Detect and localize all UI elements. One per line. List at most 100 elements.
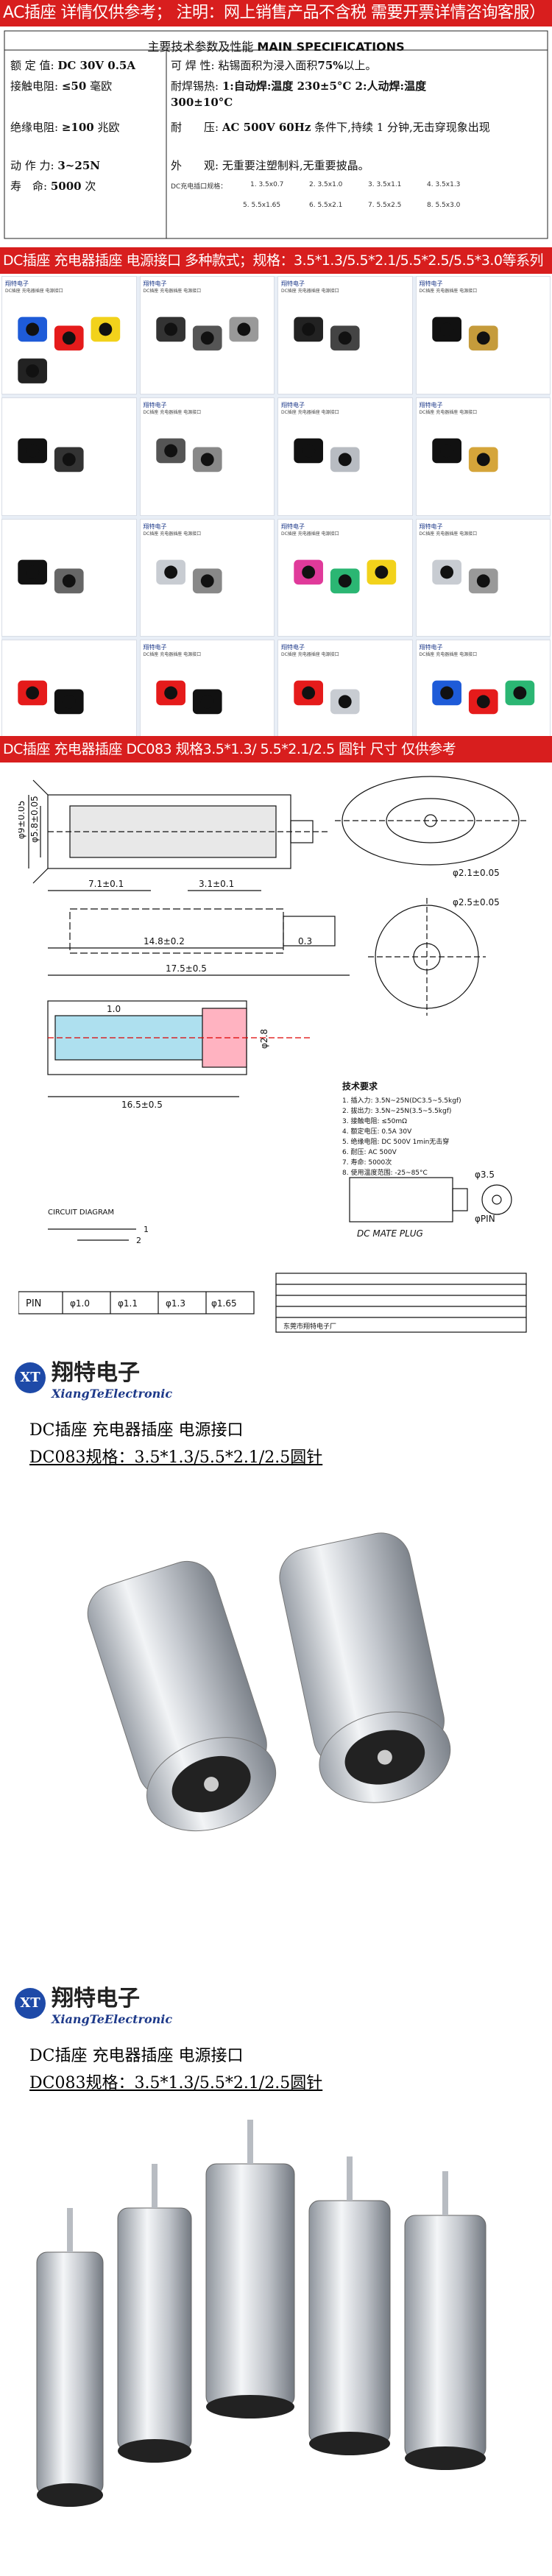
factory-name: 东莞市翔特电子厂 [283,1322,336,1331]
product-photo-2 [36,2120,486,2507]
dim-0-3: 0.3 [298,936,312,946]
combo-6: 6. 5.5x2.1 [309,202,343,209]
thumb-image [294,559,397,593]
thumb-subtitle: DC插座 充电器插座 电源接口 [281,531,339,537]
pin-4: φ1.65 [211,1298,237,1309]
dim-3-1: 3.1±0.1 [199,879,234,889]
brand-header-2: XT 翔特电子 XiangTeElectronic [15,1980,172,2026]
withstand-post: 条件下,持续 1 分钟,无击穿现象出现 [314,121,490,134]
pin-1: φ1.0 [70,1298,90,1309]
thumb-image [431,680,534,715]
dim-7-1: 7.1±0.1 [88,879,124,889]
product2-line2: DC083规格：3.5*1.3/5.5*2.1/2.5圆针 [29,2074,323,2092]
thumb-subtitle: DC插座 充电器插座 电源接口 [143,409,202,415]
dim-9: φ9±0.05 [18,801,26,839]
thumb-subtitle: DC插座 充电器插座 电源接口 [419,531,478,537]
combo-7: 7. 5.5x2.5 [368,202,402,209]
specs-header-en: MAIN SPECIFICATIONS [257,40,405,54]
combo-4: 4. 3.5x1.3 [427,181,461,188]
brand-logo: XT [15,1362,46,1393]
thumb-brand: 翔特电子 [143,401,167,408]
thumb-image [431,559,498,593]
withstand-label: 耐 压: [171,121,219,134]
specifications-table: 主要技术参数及性能 MAIN SPECIFICATIONS 额 定 值: DC … [0,29,552,243]
insul-value: ≥100 [61,121,94,134]
dim-2-1: φ2.1±0.05 [453,868,500,878]
contact-unit: 毫欧 [90,79,113,93]
thumb-image [155,559,222,593]
dim-5-8: φ5.8±0.05 [29,796,40,843]
combo-1: 1. 3.5x0.7 [250,181,284,188]
thumb-image [294,680,360,715]
tech-8: 8. 使用温度范围: -25~85°C [342,1168,428,1177]
heat-label: 耐焊锡热: [171,79,219,93]
thumb-brand: 翔特电子 [143,523,167,530]
dim-14-8: 14.8±0.2 [144,936,185,946]
rated-value: DC 30V 0.5A [57,59,136,72]
life-unit: 次 [85,180,96,193]
thumb-brand: 翔特电子 [281,523,305,530]
thumb-image [18,316,121,383]
insul-label: 绝缘电阻: [10,121,59,134]
thumb-brand: 翔特电子 [419,644,443,651]
brand-name-cn-2: 翔特电子 [52,1986,140,2011]
thumb-image [18,559,84,593]
product1-line1: DC插座 充电器插座 电源接口 [29,1421,244,1440]
contact-value: ≤50 [61,79,87,93]
specs-header: 主要技术参数及性能 MAIN SPECIFICATIONS [0,29,552,57]
dim-17-5: 17.5±0.5 [166,963,207,974]
thumb-image [431,316,498,351]
rated-label: 额 定 值: [10,59,54,72]
tech-6: 6. 耐压: AC 500V [342,1147,397,1156]
tech-5: 5. 绝缘电阻: DC 500V 1min无击穿 [342,1137,449,1146]
weld-value-pre: 粘锡面积为浸入面积 [218,59,318,72]
contact-label: 接触电阻: [10,79,59,93]
brand-logo-2: XT [15,1987,46,2019]
pin-2: φ1.1 [118,1298,138,1309]
product-thumbnail [1,518,137,637]
withstand-value: AC 500V 60Hz [222,121,311,134]
thumb-subtitle: DC插座 充电器插座 电源接口 [419,409,478,415]
combo-3: 3. 3.5x1.1 [368,181,402,188]
brand-name-cn: 翔特电子 [52,1360,140,1386]
thumb-image [294,316,360,351]
tech-7: 7. 寿命: 5000次 [342,1158,392,1167]
life-label: 寿 命: [10,180,48,193]
weld-value-num: 75% [317,59,344,72]
thumb-subtitle: DC插座 充电器插座 电源接口 [143,289,202,294]
thumb-brand: 翔特电子 [281,280,305,287]
thumb-brand: 翔特电子 [5,280,29,287]
tech-title: 技术要求 [342,1080,378,1091]
circuit-1: 1 [144,1225,149,1234]
dim-16-5: 16.5±0.5 [121,1100,163,1110]
look-value: 无重要注塑制料,无重要披晶。 [222,159,369,172]
dc-jack [36,2208,104,2507]
thumb-brand: 翔特电子 [419,401,443,408]
thumb-image [155,438,222,472]
thumb-image [155,316,258,351]
heat-value-2: 300±10°C [171,96,233,109]
insul-unit: 兆欧 [97,121,120,134]
thumb-subtitle: DC插座 充电器插座 电源接口 [281,289,339,294]
product-photo-1 [87,1532,451,1832]
dc083-banner: DC插座 充电器插座 DC083 规格3.5*1.3/ 5.5*2.1/2.5 … [0,736,552,762]
tech-4: 4. 额定电压: 0.5A 30V [342,1127,412,1136]
thumb-brand: 翔特电子 [419,280,443,287]
combo-5: 5. 5.5x1.65 [243,202,281,209]
tech-2: 2. 拔出力: 3.5N~25N(3.5~5.5kgf) [342,1106,451,1115]
pin-3: φ1.3 [166,1298,185,1309]
thumb-image [294,438,360,472]
thumb-brand: 翔特电子 [143,644,167,651]
force-value: 3~25N [57,159,100,172]
top-banner: AC插座 详情仅供参考； 注明：网上销售产品不含税 需要开票详情咨询客服） [0,0,552,26]
thumb-brand: 翔特电子 [419,523,443,530]
thumb-image [155,680,222,715]
force-label: 动 作 力: [10,159,54,172]
